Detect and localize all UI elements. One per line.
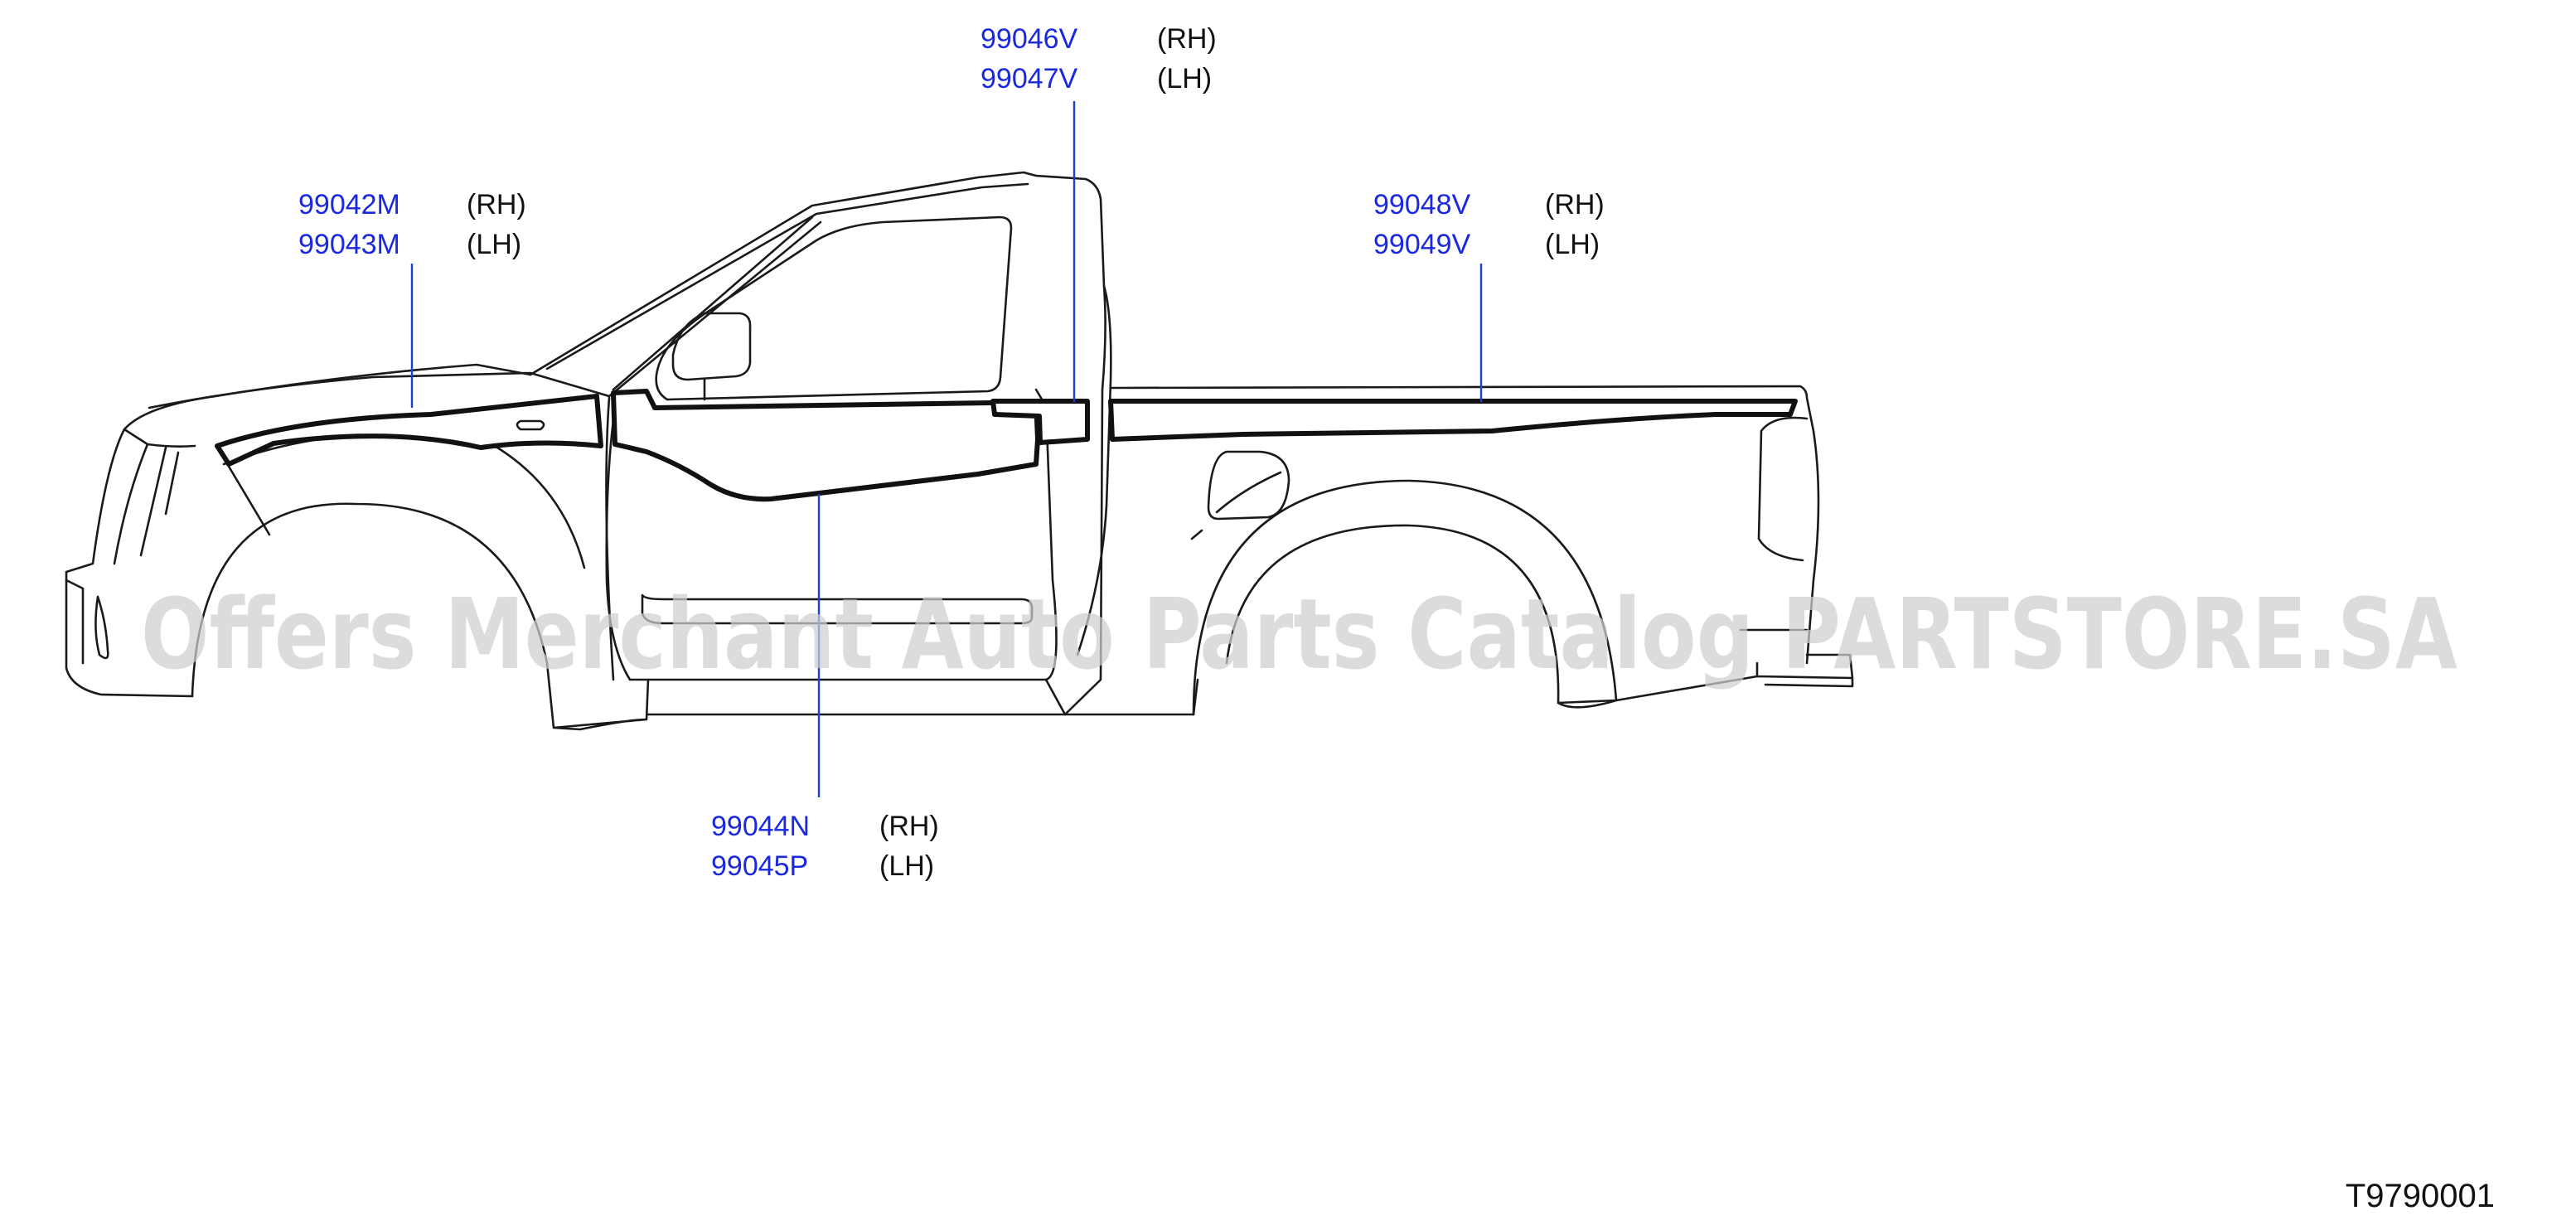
side-label-rh: (RH) [1545,189,1605,220]
callout-fender: 99042M (RH) 99043M (LH) [298,189,526,260]
part-number-rh[interactable]: 99042M [298,189,400,220]
part-number-lh[interactable]: 99047V [981,63,1078,94]
callout-pillar: 99046V (RH) 99047V (LH) [981,23,1217,94]
part-number-rh[interactable]: 99046V [981,23,1078,55]
bed-moulding [1108,399,1798,442]
side-label-rh: (RH) [1157,23,1217,55]
side-label-rh: (RH) [467,189,526,220]
part-number-lh[interactable]: 99043M [298,229,400,260]
side-label-lh: (LH) [1545,229,1600,260]
side-label-lh: (LH) [879,850,934,882]
part-number-lh[interactable]: 99045P [711,850,808,882]
door-moulding [611,389,1040,502]
watermark-text: Offers Merchant Auto Parts Catalog PARTS… [141,577,2457,691]
side-label-lh: (LH) [1157,63,1212,94]
mouldings [215,389,1798,502]
side-label-rh: (RH) [879,811,939,842]
diagram-code: T9790001 [2346,1178,2495,1214]
side-label-lh: (LH) [467,229,521,260]
fender-moulding-slot [516,419,545,431]
part-number-rh[interactable]: 99048V [1373,189,1471,220]
part-number-rh[interactable]: 99044N [711,811,810,842]
fender-moulding [215,394,603,467]
callout-bed: 99048V (RH) 99049V (LH) [1373,189,1605,260]
part-number-lh[interactable]: 99049V [1373,229,1471,260]
pillar-moulding [990,399,1090,445]
callout-door: 99044N (RH) 99045P (LH) [711,811,939,882]
leader-lines [410,101,1483,797]
